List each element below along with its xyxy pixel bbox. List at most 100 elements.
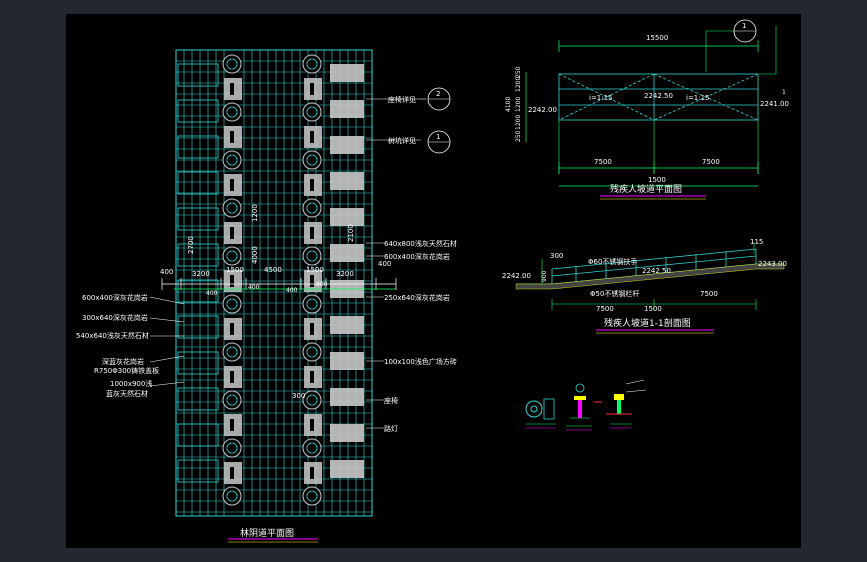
tree-pit-inner (226, 442, 238, 454)
ramp-section-level-left: 2242.00 (502, 272, 531, 280)
tree-pit-inner (226, 58, 238, 70)
plan-dim-1200: 1200 (251, 204, 259, 222)
tree-pit-grate (302, 390, 322, 410)
plan-label-l5: R750Φ300铸铁盖板 (94, 366, 159, 375)
plan-label-r6: 100x100浅色广场方砖 (384, 357, 457, 366)
slab-mark (230, 227, 234, 239)
tree-pit-grate (222, 294, 242, 314)
plan-dim-left-400: 400 (160, 268, 173, 276)
ramp-section-1-1: 300 115 7500 7500 1500 900 2242.00 2242.… (502, 238, 787, 334)
ramp-plan-title: 残疾人坡道平面图 (610, 183, 682, 195)
ramp-plan-dim-1200c: 1200 (515, 115, 522, 130)
plan-label-l7: 蓝灰天然石材 (106, 389, 148, 398)
tree-pit-grate (222, 198, 242, 218)
plan-dim-v400d: 400 (316, 281, 328, 288)
plan-label-l2: 300x640深灰花岗岩 (82, 313, 148, 322)
plan-paving-blocks (177, 54, 364, 506)
plan-dim-v400a: 400 (206, 290, 218, 297)
ramp-section-dim-7500a: 7500 (596, 305, 614, 313)
plan-label-r2: 树坑详见 (388, 136, 416, 145)
side-paving-strip (330, 460, 364, 478)
ramp-plan-dim-total: 15500 (646, 34, 668, 42)
ramp-plan-dim-right: 7500 (702, 158, 720, 166)
tree-pit-grate (222, 390, 242, 410)
plan-label-r3: 640x800浅灰天然石材 (384, 239, 457, 248)
slab-mark (310, 467, 314, 479)
ramp-section-dim-300: 300 (550, 252, 563, 260)
side-paving-panel (177, 207, 219, 231)
tree-pit-grate (302, 54, 322, 74)
plan-label-r1: 座椅详见 (388, 95, 416, 104)
ramp-plan-section-mark: 1 (782, 89, 786, 96)
tree-pit-grate (302, 486, 322, 506)
slab-mark (310, 275, 314, 287)
tree-pit-inner (306, 394, 318, 406)
slab-mark (310, 179, 314, 191)
plan-label-l3: 540x640浅灰天然石材 (76, 331, 149, 340)
slab-mark (310, 419, 314, 431)
side-paving-panel (177, 459, 219, 483)
cad-drawing-canvas[interactable]: 400 3200 1500 4500 1500 3200 400 400 400… (66, 14, 801, 548)
plan-label-r4: 600x400深灰花岗岩 (384, 252, 450, 261)
ramp-section-earth (515, 263, 785, 290)
plan-grid-border (175, 49, 373, 517)
ramp-plan-level-right: 2241.00 (760, 100, 789, 108)
tree-pit-grate (302, 294, 322, 314)
drawing-viewport[interactable]: 400 3200 1500 4500 1500 3200 400 400 400… (66, 14, 801, 548)
plan-leaders-left (149, 296, 185, 387)
ramp-section-dim-900: 900 (541, 270, 548, 282)
tree-pit-inner (226, 346, 238, 358)
ramp-section-level-right: 2243.00 (758, 260, 787, 268)
side-paving-strip (330, 244, 364, 262)
tree-pit-inner (226, 298, 238, 310)
plan-label-r8: 路灯 (384, 424, 398, 433)
side-paving-strip (330, 64, 364, 82)
side-paving-strip (330, 172, 364, 190)
side-paving-panel (177, 279, 219, 303)
side-paving-panel (177, 387, 219, 411)
plan-dim-2100: 2100 (347, 224, 355, 242)
slab-mark (230, 179, 234, 191)
ramp-plan: 15500 7500 7500 1500 4100 1200 1200 1200… (505, 19, 789, 200)
ramp-plan-dim-1200b: 1200 (515, 97, 522, 112)
plan-dim-3200b: 3200 (336, 270, 354, 278)
tree-pit-inner (226, 490, 238, 502)
tree-pit-inner (306, 490, 318, 502)
ramp-section-level-mid: 2242.50 (642, 267, 671, 275)
side-paving-panel (177, 315, 219, 339)
side-paving-panel (177, 423, 219, 447)
ramp-plan-dim-1200a: 1200 (515, 77, 522, 92)
tree-pit-grate (302, 342, 322, 362)
tree-pit-inner (226, 106, 238, 118)
side-paving-strip (330, 352, 364, 370)
side-paving-panel (177, 171, 219, 195)
ramp-plan-body (558, 73, 759, 121)
ramp-plan-level-mid: 2242.50 (644, 92, 673, 100)
slab-mark (230, 419, 234, 431)
plan-dim-1500b: 1500 (306, 266, 324, 274)
tree-pit-inner (306, 346, 318, 358)
plan-title: 林阴道平面图 (240, 527, 294, 539)
tree-pit-grate (222, 102, 242, 122)
ramp-section-dim-7500b: 7500 (700, 290, 718, 298)
slab-mark (230, 275, 234, 287)
side-paving-panel (177, 351, 219, 375)
ramp-section-title: 残疾人坡道1-1剖面图 (604, 317, 691, 329)
slab-mark (310, 131, 314, 143)
slab-mark (230, 371, 234, 383)
tree-pit-inner (306, 298, 318, 310)
ramp-plan-level-left: 2242.00 (528, 106, 557, 114)
plan-callout-2: 2 (436, 90, 440, 98)
plan-dim-2700: 2700 (187, 236, 195, 254)
tree-pit-grate (222, 54, 242, 74)
side-paving-strip (330, 100, 364, 118)
ramp-plan-dim-left: 7500 (594, 158, 612, 166)
tree-pit-grate (302, 102, 322, 122)
tree-pit-grate (222, 150, 242, 170)
plan-dimension-lines (161, 278, 397, 290)
ramp-plan-callout: 1 (742, 22, 746, 30)
plan-dim-4500: 4500 (264, 266, 282, 274)
plan-dim-3200: 3200 (192, 270, 210, 278)
handrail-detail-cluster (525, 379, 647, 431)
slab-mark (230, 83, 234, 95)
